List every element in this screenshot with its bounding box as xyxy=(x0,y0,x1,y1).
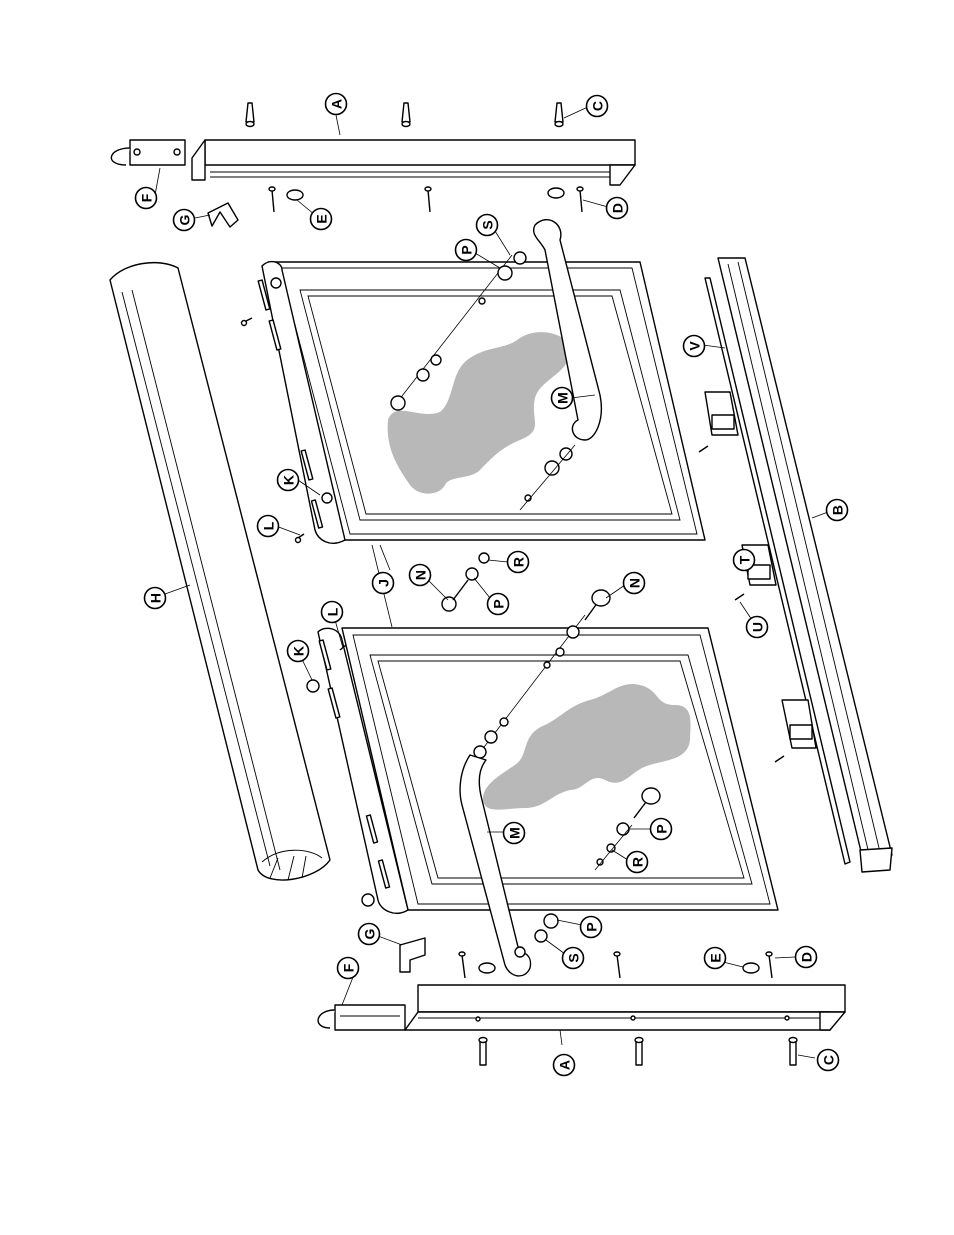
callout-letter: T xyxy=(737,555,753,564)
callout-letter: K xyxy=(281,475,297,485)
callout-n-mid: N xyxy=(410,565,431,586)
callout-h: H xyxy=(145,588,166,609)
callout-letter: M xyxy=(555,392,571,404)
top-rail-screws-lower xyxy=(269,187,583,212)
callout-j: J xyxy=(373,573,394,594)
callout-letter: R xyxy=(630,857,646,867)
callout-b: B xyxy=(827,500,848,521)
callout-k-mid: K xyxy=(288,641,309,662)
callout-letter: P xyxy=(459,245,475,254)
bottom-clip xyxy=(400,938,425,972)
callout-letter: A xyxy=(329,99,345,109)
callout-d-top: D xyxy=(607,198,628,219)
callout-e-bottom: E xyxy=(705,948,726,969)
callout-letter: G xyxy=(177,214,193,225)
bottom-mounting-bracket xyxy=(318,1005,405,1030)
callout-k-top: K xyxy=(278,470,299,491)
callout-f-top: F xyxy=(136,188,157,209)
callout-d-bottom: D xyxy=(796,947,817,968)
callout-letter: P xyxy=(584,922,600,931)
callout-a-bottom: A xyxy=(554,1055,575,1076)
callout-letter: P xyxy=(654,824,670,833)
callout-l-top: L xyxy=(258,516,279,537)
callout-letter: J xyxy=(376,579,392,587)
callout-a-top: A xyxy=(326,94,347,115)
callout-letter: G xyxy=(362,928,378,939)
callout-t: T xyxy=(734,550,755,571)
callout-letter: M xyxy=(507,827,523,839)
top-rail-screws-upper xyxy=(246,103,563,127)
callout-l-mid: L xyxy=(322,602,343,623)
callout-letter: R xyxy=(511,557,527,567)
callout-c-top: C xyxy=(587,96,608,117)
callout-c-bottom: C xyxy=(818,1050,839,1071)
callout-letter: S xyxy=(566,953,582,962)
callout-m-bottom: M xyxy=(504,823,525,844)
callout-letter: E xyxy=(314,214,330,223)
callout-letter: F xyxy=(139,193,155,202)
callout-letter: L xyxy=(325,607,341,616)
callout-letter: L xyxy=(261,521,277,530)
callout-letter: C xyxy=(821,1055,837,1065)
callout-letter: U xyxy=(750,622,766,632)
callout-g-bottom: G xyxy=(359,924,380,945)
callout-letter: C xyxy=(590,101,606,111)
callout-letter: P xyxy=(491,599,507,608)
top-clip xyxy=(208,203,238,227)
callout-letter: F xyxy=(341,963,357,972)
callout-p-top: P xyxy=(456,240,477,261)
top-header-rail xyxy=(192,140,635,185)
callout-r-lower: R xyxy=(627,852,648,873)
callout-letter: H xyxy=(148,593,164,603)
callout-g-top: G xyxy=(174,210,195,231)
callout-p-mid: P xyxy=(488,594,509,615)
callout-e-top: E xyxy=(311,209,332,230)
callout-v: V xyxy=(684,336,705,357)
callout-p-bottom: P xyxy=(581,917,602,938)
callout-letter: B xyxy=(830,505,846,515)
callout-letter: D xyxy=(610,203,626,213)
callout-letter: E xyxy=(708,953,724,962)
callout-letter: N xyxy=(413,570,429,580)
callout-s-top: S xyxy=(477,215,498,236)
callout-letter: A xyxy=(557,1060,573,1070)
callout-r-mid: R xyxy=(508,552,529,573)
callout-f-bottom: F xyxy=(338,958,359,979)
callout-letter: D xyxy=(799,952,815,962)
callout-p-lower: P xyxy=(651,819,672,840)
callout-n-right: N xyxy=(624,573,645,594)
callout-s-bottom: S xyxy=(563,948,584,969)
bottom-header-rail xyxy=(405,985,845,1030)
callout-letter: S xyxy=(480,220,496,229)
callout-letter: V xyxy=(687,341,703,351)
callout-m-top: M xyxy=(552,388,573,409)
top-mounting-bracket xyxy=(111,140,185,165)
callout-letter: N xyxy=(627,578,643,588)
callout-letter: K xyxy=(291,646,307,656)
callout-u: U xyxy=(747,617,768,638)
